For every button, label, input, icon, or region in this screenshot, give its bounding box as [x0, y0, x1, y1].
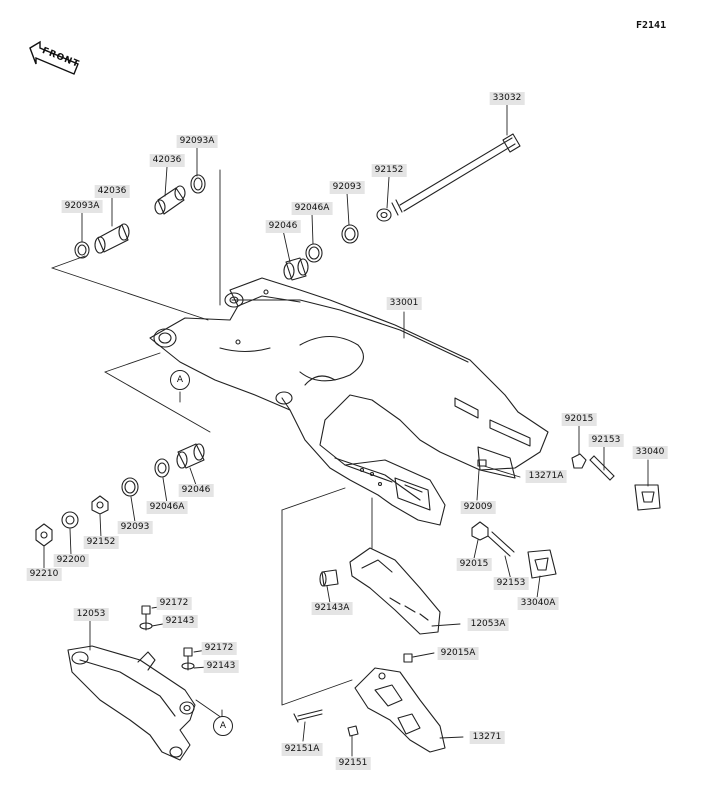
leader-lines: [43, 104, 649, 757]
part-label-92143-lower[interactable]: 92143: [203, 660, 239, 673]
pivot-axle: [376, 133, 521, 222]
swingarm-body: [149, 277, 549, 526]
chain-guide: [293, 653, 446, 753]
part-label-92210[interactable]: 92210: [26, 568, 62, 581]
part-label-92093a-left[interactable]: 92093A: [61, 200, 103, 213]
part-label-42036-upper[interactable]: 42036: [149, 154, 185, 167]
part-label-13271[interactable]: 13271: [469, 731, 505, 744]
part-label-92200[interactable]: 92200: [53, 554, 89, 567]
part-label-92015a[interactable]: 92015A: [437, 647, 479, 660]
part-label-92046-lower[interactable]: 92046: [178, 484, 214, 497]
part-label-92015-mid[interactable]: 92015: [456, 558, 492, 571]
part-label-92143a[interactable]: 92143A: [311, 602, 353, 615]
part-label-92151a[interactable]: 92151A: [281, 743, 323, 756]
part-label-92093-upper[interactable]: 92093: [329, 181, 365, 194]
part-label-42036-lower[interactable]: 42036: [94, 185, 130, 198]
part-label-92015-right[interactable]: 92015: [561, 413, 597, 426]
part-label-92143-upper[interactable]: 92143: [162, 615, 198, 628]
part-label-92153-mid[interactable]: 92153: [493, 577, 529, 590]
part-label-13271a[interactable]: 13271A: [525, 470, 567, 483]
part-label-92046a-upper[interactable]: 92046A: [291, 202, 333, 215]
part-label-92046-upper[interactable]: 92046: [265, 220, 301, 233]
part-label-92009[interactable]: 92009: [460, 501, 496, 514]
part-label-33040[interactable]: 33040: [632, 446, 668, 459]
figure-code: F2141: [636, 20, 667, 31]
front-arrow-icon: [29, 40, 79, 75]
part-label-33040a[interactable]: 33040A: [517, 597, 559, 610]
part-label-12053a[interactable]: 12053A: [467, 618, 509, 631]
lower-bushings: [35, 443, 205, 547]
part-label-92172-upper[interactable]: 92172: [156, 597, 192, 610]
part-label-92152-lower[interactable]: 92152: [83, 536, 119, 549]
reference-circle-a-upper: A: [170, 370, 190, 390]
part-label-12053[interactable]: 12053: [73, 608, 109, 621]
front-direction-badge: FRONT: [28, 40, 81, 76]
part-label-92152-upper[interactable]: 92152: [371, 164, 407, 177]
upper-bushings: [74, 174, 359, 281]
chain-adjusters: [471, 453, 661, 579]
chain-slider: [319, 547, 441, 635]
part-label-33032[interactable]: 33032: [489, 92, 525, 105]
part-label-92046a-lower[interactable]: 92046A: [146, 501, 188, 514]
part-label-92172-lower[interactable]: 92172: [201, 642, 237, 655]
reference-circle-a-lower: A: [213, 716, 233, 736]
part-label-92093a[interactable]: 92093A: [176, 135, 218, 148]
part-label-92093-lower[interactable]: 92093: [117, 521, 153, 534]
part-label-92151[interactable]: 92151: [335, 757, 371, 770]
part-label-92153-right[interactable]: 92153: [588, 434, 624, 447]
part-label-33001[interactable]: 33001: [386, 297, 422, 310]
rocker-arm: [67, 605, 196, 761]
